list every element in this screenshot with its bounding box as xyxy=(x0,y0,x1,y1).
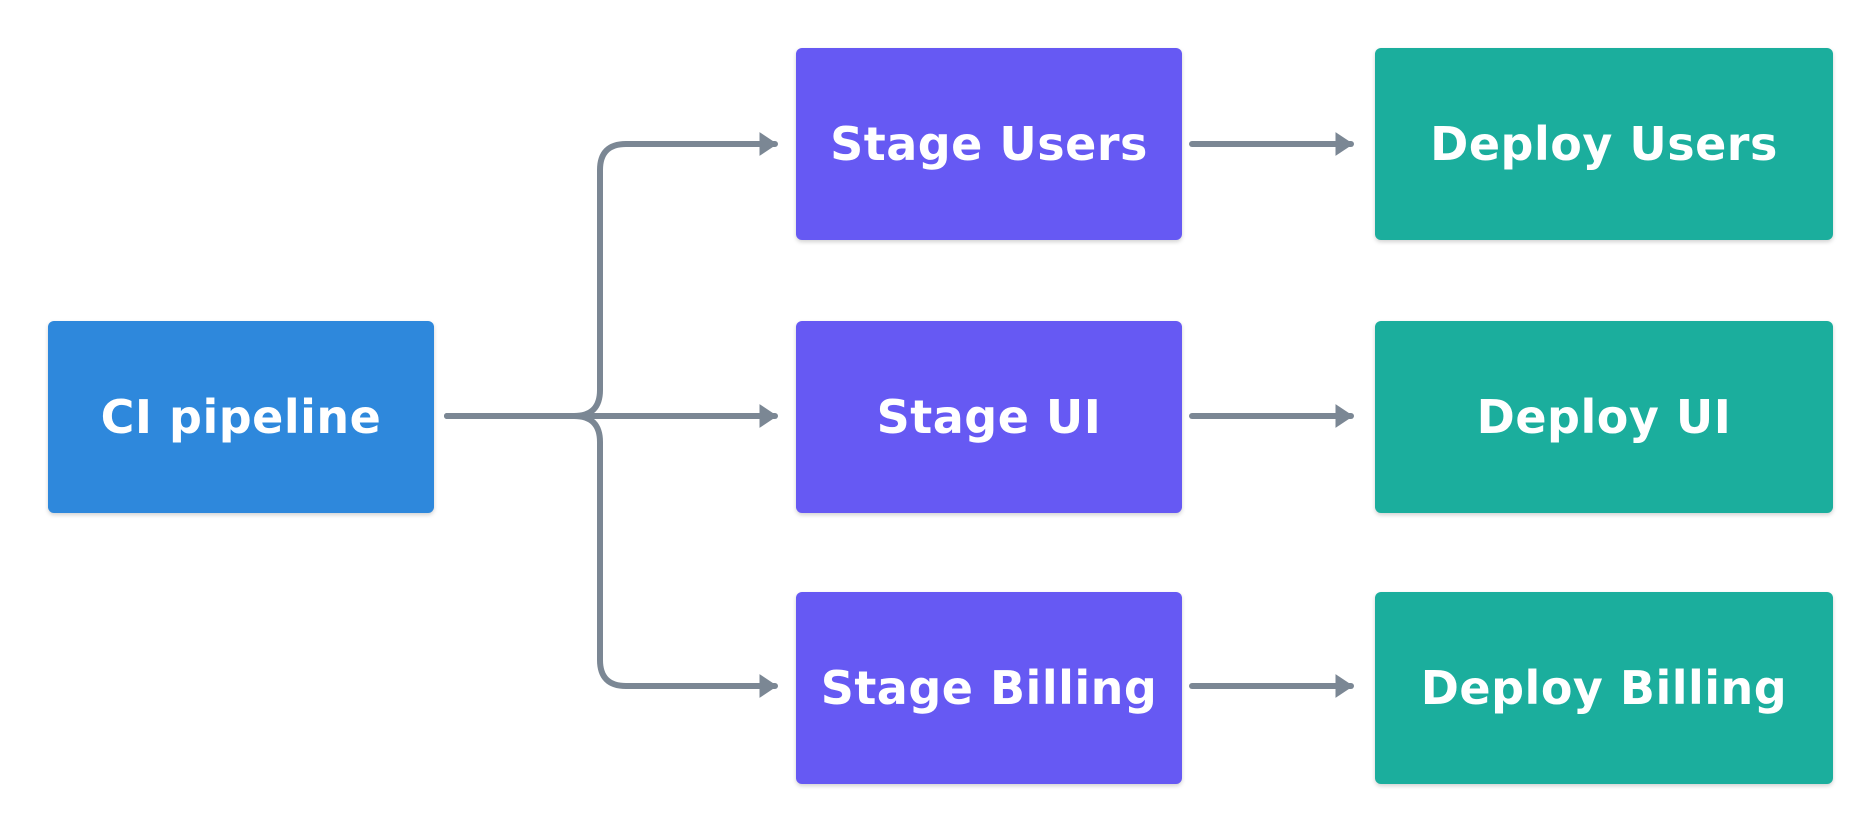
node-stage-ui-label: Stage UI xyxy=(876,390,1102,444)
node-stage-billing[interactable]: Stage Billing xyxy=(796,592,1182,784)
node-stage-users[interactable]: Stage Users xyxy=(796,48,1182,240)
node-deploy-ui-label: Deploy UI xyxy=(1476,390,1732,444)
node-ci-pipeline-label: CI pipeline xyxy=(100,390,382,444)
node-stage-billing-label: Stage Billing xyxy=(820,661,1158,715)
node-deploy-billing[interactable]: Deploy Billing xyxy=(1375,592,1833,784)
node-deploy-users-label: Deploy Users xyxy=(1430,117,1778,171)
node-stage-users-label: Stage Users xyxy=(830,117,1148,171)
node-deploy-billing-label: Deploy Billing xyxy=(1420,661,1788,715)
edge-ci-to-stage-billing xyxy=(444,413,778,698)
node-stage-ui[interactable]: Stage UI xyxy=(796,321,1182,513)
node-ci-pipeline[interactable]: CI pipeline xyxy=(48,321,434,513)
node-deploy-ui[interactable]: Deploy UI xyxy=(1375,321,1833,513)
node-deploy-users[interactable]: Deploy Users xyxy=(1375,48,1833,240)
edge-ci-to-stage-users xyxy=(444,132,778,419)
